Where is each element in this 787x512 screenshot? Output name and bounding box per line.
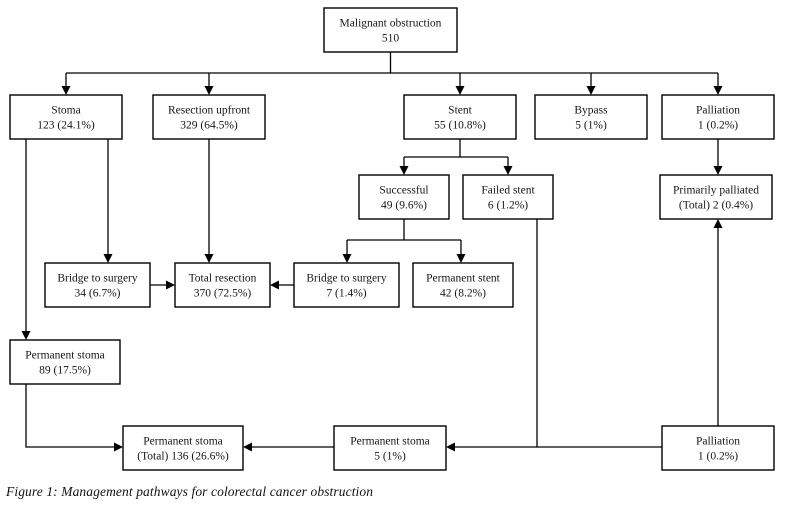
node-permanent-stoma-5[interactable]: Permanent stoma 5 (1%) bbox=[333, 425, 447, 471]
node-box[interactable] bbox=[152, 94, 266, 140]
arrow-stent-to-successful bbox=[399, 166, 409, 175]
arrow-bus-to-palliation bbox=[713, 86, 723, 95]
node-label-line2: 34 (6.7%) bbox=[75, 288, 121, 300]
node-box[interactable] bbox=[122, 425, 244, 471]
node-box[interactable] bbox=[323, 7, 458, 53]
node-label-line1: Malignant obstruction bbox=[340, 18, 442, 30]
node-label-line1: Primarily palliated bbox=[673, 185, 759, 197]
node-label-line2: 329 (64.5%) bbox=[180, 120, 238, 132]
node-label-line2: 55 (10.8%) bbox=[434, 120, 486, 132]
edge-permanent-stoma-89-to-total bbox=[25, 384, 116, 448]
node-label-line1: Permanent stoma bbox=[25, 350, 105, 362]
arrow-palliation-bottom-to-primarily bbox=[713, 219, 723, 228]
node-layer: Malignant obstruction 510 Stoma 123 (24.… bbox=[9, 7, 775, 471]
node-box[interactable] bbox=[534, 94, 648, 140]
node-label-line2: 510 bbox=[382, 33, 400, 45]
node-permanent-stoma-89[interactable]: Permanent stoma 89 (17.5%) bbox=[9, 339, 121, 385]
node-box[interactable] bbox=[9, 339, 121, 385]
node-box[interactable] bbox=[659, 174, 773, 220]
arrow-permanent-stoma-5-to-total bbox=[243, 442, 252, 452]
node-bridge-to-surgery-stoma[interactable]: Bridge to surgery 34 (6.7%) bbox=[44, 262, 151, 308]
arrow-bridge34-to-total bbox=[166, 280, 175, 290]
node-malignant-obstruction[interactable]: Malignant obstruction 510 bbox=[323, 7, 458, 53]
node-label-line1: Total resection bbox=[189, 273, 257, 285]
node-permanent-stoma-total[interactable]: Permanent stoma (Total) 136 (26.6%) bbox=[122, 425, 244, 471]
node-label-line1: Permanent stent bbox=[426, 273, 501, 285]
arrow-resection-to-total bbox=[204, 254, 214, 263]
arrow-successful-to-permanent-stent bbox=[456, 254, 466, 263]
node-box[interactable] bbox=[412, 262, 514, 308]
arrow-successful-to-bridge7 bbox=[342, 254, 352, 263]
node-box[interactable] bbox=[333, 425, 447, 471]
node-label-line1: Failed stent bbox=[481, 185, 535, 197]
node-label-line1: Bridge to surgery bbox=[306, 273, 387, 285]
flowchart-svg: Malignant obstruction 510 Stoma 123 (24.… bbox=[9, 7, 775, 471]
node-resection-upfront[interactable]: Resection upfront 329 (64.5%) bbox=[152, 94, 266, 140]
node-stent[interactable]: Stent 55 (10.8%) bbox=[403, 94, 517, 140]
node-label-line2: 49 (9.6%) bbox=[381, 200, 427, 212]
node-box[interactable] bbox=[293, 262, 400, 308]
node-label-line1: Bridge to surgery bbox=[57, 273, 138, 285]
node-box[interactable] bbox=[462, 174, 554, 220]
node-box[interactable] bbox=[358, 174, 450, 220]
node-box[interactable] bbox=[403, 94, 517, 140]
node-label-line2: 370 (72.5%) bbox=[194, 288, 252, 300]
node-stoma[interactable]: Stoma 123 (24.1%) bbox=[9, 94, 123, 140]
figure-caption: Figure 1: Management pathways for colore… bbox=[6, 484, 374, 499]
node-label-line1: Palliation bbox=[696, 436, 740, 448]
node-bridge-to-surgery-stent[interactable]: Bridge to surgery 7 (1.4%) bbox=[293, 262, 400, 308]
node-label-line2: (Total) 2 (0.4%) bbox=[679, 200, 753, 212]
node-label-line2: 42 (8.2%) bbox=[440, 288, 486, 300]
node-label-line1: Successful bbox=[379, 185, 428, 197]
node-failed-stent[interactable]: Failed stent 6 (1.2%) bbox=[462, 174, 554, 220]
node-label-line2: 5 (1%) bbox=[374, 451, 406, 463]
node-label-line1: Stent bbox=[448, 105, 472, 117]
node-label-line1: Stoma bbox=[51, 105, 80, 117]
node-label-line2: 6 (1.2%) bbox=[488, 200, 528, 212]
arrow-bus-to-resection bbox=[204, 86, 214, 95]
node-label-line1: Bypass bbox=[574, 105, 608, 117]
arrow-stent-to-failed bbox=[503, 166, 513, 175]
node-label-line1: Resection upfront bbox=[168, 105, 251, 117]
arrow-palliation-to-primarily bbox=[713, 166, 723, 175]
node-box[interactable] bbox=[9, 94, 123, 140]
node-permanent-stent[interactable]: Permanent stent 42 (8.2%) bbox=[412, 262, 514, 308]
node-box[interactable] bbox=[44, 262, 151, 308]
node-total-resection[interactable]: Total resection 370 (72.5%) bbox=[174, 262, 271, 308]
arrow-bus-to-stoma bbox=[61, 86, 71, 95]
node-label-line2: 89 (17.5%) bbox=[39, 365, 91, 377]
node-bypass[interactable]: Bypass 5 (1%) bbox=[534, 94, 648, 140]
arrow-stoma-to-permanent-stoma bbox=[21, 331, 31, 340]
node-label-line1: Permanent stoma bbox=[350, 436, 430, 448]
arrow-bus-to-stent bbox=[455, 86, 465, 95]
edge-failed-stent-to-permanent-stoma-5 bbox=[453, 219, 538, 448]
node-label-line2: 123 (24.1%) bbox=[37, 120, 95, 132]
node-label-line2: 1 (0.2%) bbox=[698, 451, 738, 463]
node-box[interactable] bbox=[661, 94, 775, 140]
node-palliation-bottom[interactable]: Palliation 1 (0.2%) bbox=[661, 425, 775, 471]
arrow-permanent-stoma-89-to-total bbox=[114, 442, 123, 452]
node-label-line2: 7 (1.4%) bbox=[326, 288, 366, 300]
node-label-line1: Palliation bbox=[696, 105, 740, 117]
arrow-failed-stent-to-permanent-stoma-5 bbox=[446, 442, 455, 452]
node-successful[interactable]: Successful 49 (9.6%) bbox=[358, 174, 450, 220]
node-box[interactable] bbox=[661, 425, 775, 471]
connector-layer bbox=[21, 52, 723, 452]
node-label-line2: 1 (0.2%) bbox=[698, 120, 738, 132]
node-label-line2: 5 (1%) bbox=[575, 120, 607, 132]
arrow-stoma-to-bridge bbox=[103, 254, 113, 263]
node-palliation-top[interactable]: Palliation 1 (0.2%) bbox=[661, 94, 775, 140]
arrow-bus-to-bypass bbox=[586, 86, 596, 95]
node-box[interactable] bbox=[174, 262, 271, 308]
arrow-bridge7-to-total bbox=[270, 280, 279, 290]
node-primarily-palliated[interactable]: Primarily palliated (Total) 2 (0.4%) bbox=[659, 174, 773, 220]
node-label-line2: (Total) 136 (26.6%) bbox=[137, 451, 229, 463]
node-label-line1: Permanent stoma bbox=[143, 436, 223, 448]
